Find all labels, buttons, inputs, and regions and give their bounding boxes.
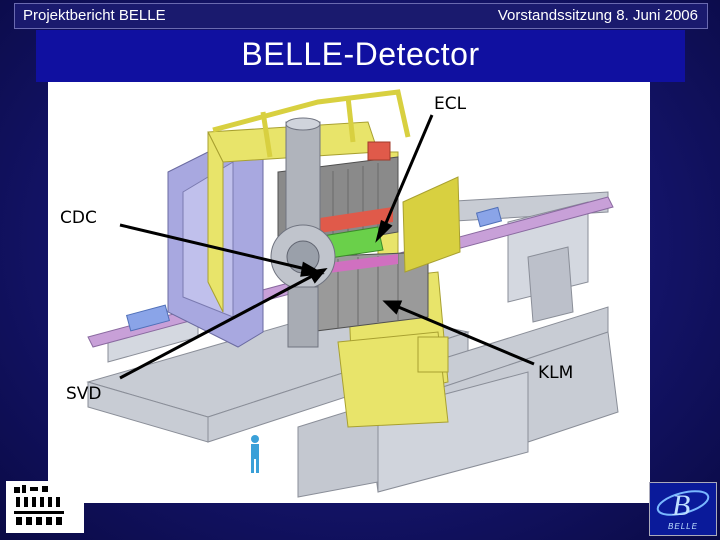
klm-arrow: [395, 304, 535, 366]
svd-arrow: [119, 272, 317, 380]
institute-logo-icon: [14, 485, 64, 525]
belle-logo-text: BELLE: [668, 522, 698, 531]
meeting-date: Vorstandssitzung 8. Juni 2006: [497, 7, 698, 24]
svg-text:B: B: [672, 489, 690, 522]
top-frame: [212, 89, 411, 158]
report-title: Projektbericht BELLE: [23, 7, 166, 24]
pointer-arrows: [119, 114, 535, 380]
klm-arrowhead: [382, 300, 403, 315]
svd-label: SVD: [66, 384, 102, 404]
slide-title: BELLE-Detector: [241, 36, 480, 72]
person-for-scale: [251, 435, 259, 473]
detector-drawing: [86, 89, 619, 498]
detector-illustration: ECL CDC SVD KLM: [48, 82, 650, 503]
ecl-arrowhead: [375, 219, 393, 243]
belle-logo-icon: B: [656, 489, 710, 522]
slide-title-bar: BELLE-Detector: [36, 30, 685, 82]
klm-label: KLM: [538, 363, 574, 383]
ecl-arrow: [381, 114, 434, 231]
belle-logo: B BELLE: [649, 482, 717, 536]
svd-arrowhead: [307, 267, 328, 284]
institute-logo: [6, 481, 84, 533]
cdc-arrow: [119, 223, 311, 272]
header-bar: Projektbericht BELLE Vorstandssitzung 8.…: [14, 3, 708, 29]
right-endcap: [367, 141, 461, 373]
cdc-label: CDC: [60, 208, 97, 228]
ecl-label: ECL: [434, 94, 467, 114]
